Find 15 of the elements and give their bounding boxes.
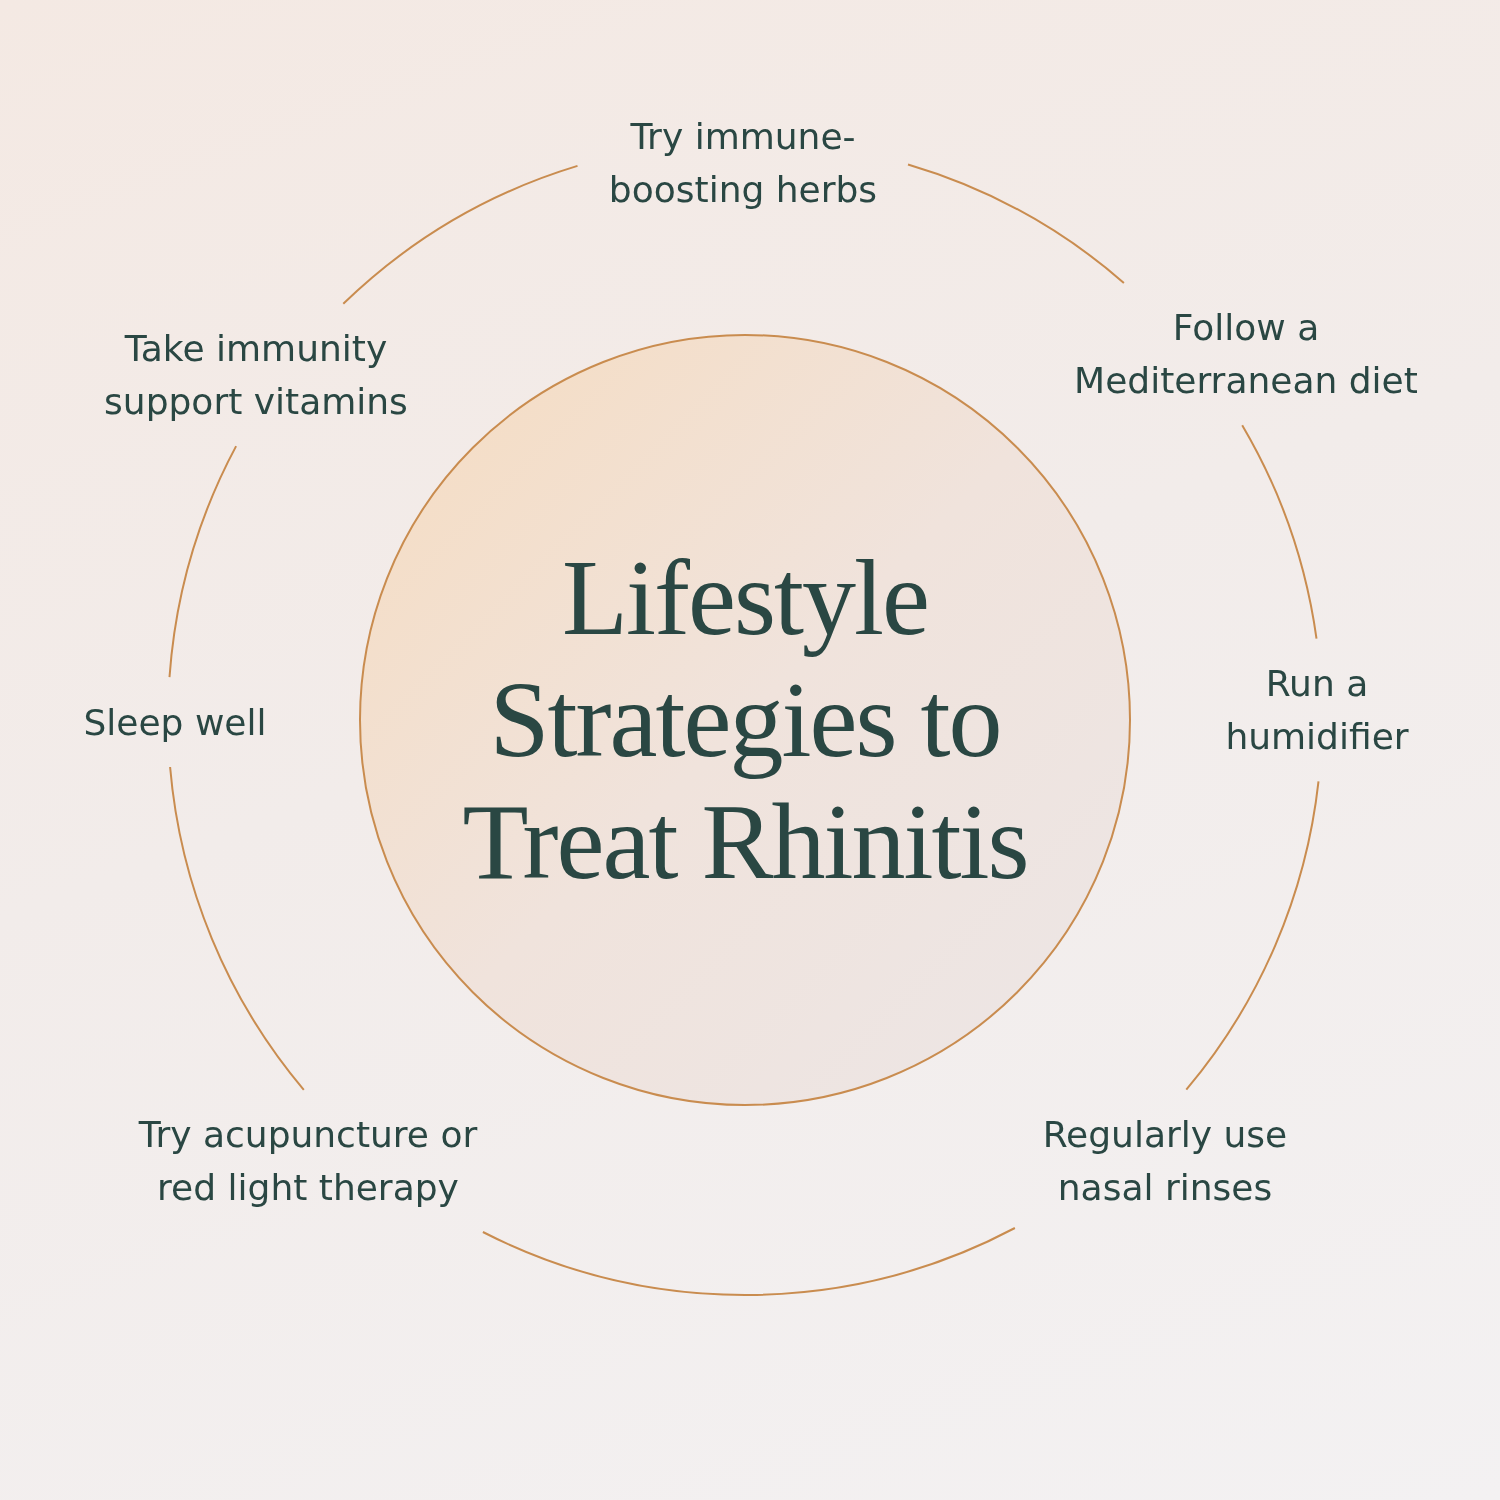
strategy-text: Take immunity support vitamins <box>71 304 441 446</box>
center-heading: Lifestyle Strategies to Treat Rhinitis <box>461 537 1029 903</box>
connector-arc <box>907 163 1125 284</box>
connector-arc <box>1185 780 1320 1091</box>
connector-arc <box>169 766 305 1091</box>
strategy-text: Follow a Mediterranean diet <box>1036 283 1456 425</box>
strategy-text: Try acupuncture or red light therapy <box>103 1090 513 1232</box>
connector-arc <box>1241 424 1318 640</box>
connector-arc <box>168 445 238 679</box>
strategy-text: Regularly use nasal rinses <box>1015 1090 1315 1232</box>
strategy-text: Run a humidifier <box>1197 639 1437 781</box>
strategy-text: Sleep well <box>65 677 285 767</box>
strategy-text: Try immune- boosting herbs <box>578 92 908 234</box>
connector-arc <box>481 1227 1016 1296</box>
connector-arc <box>342 164 579 305</box>
